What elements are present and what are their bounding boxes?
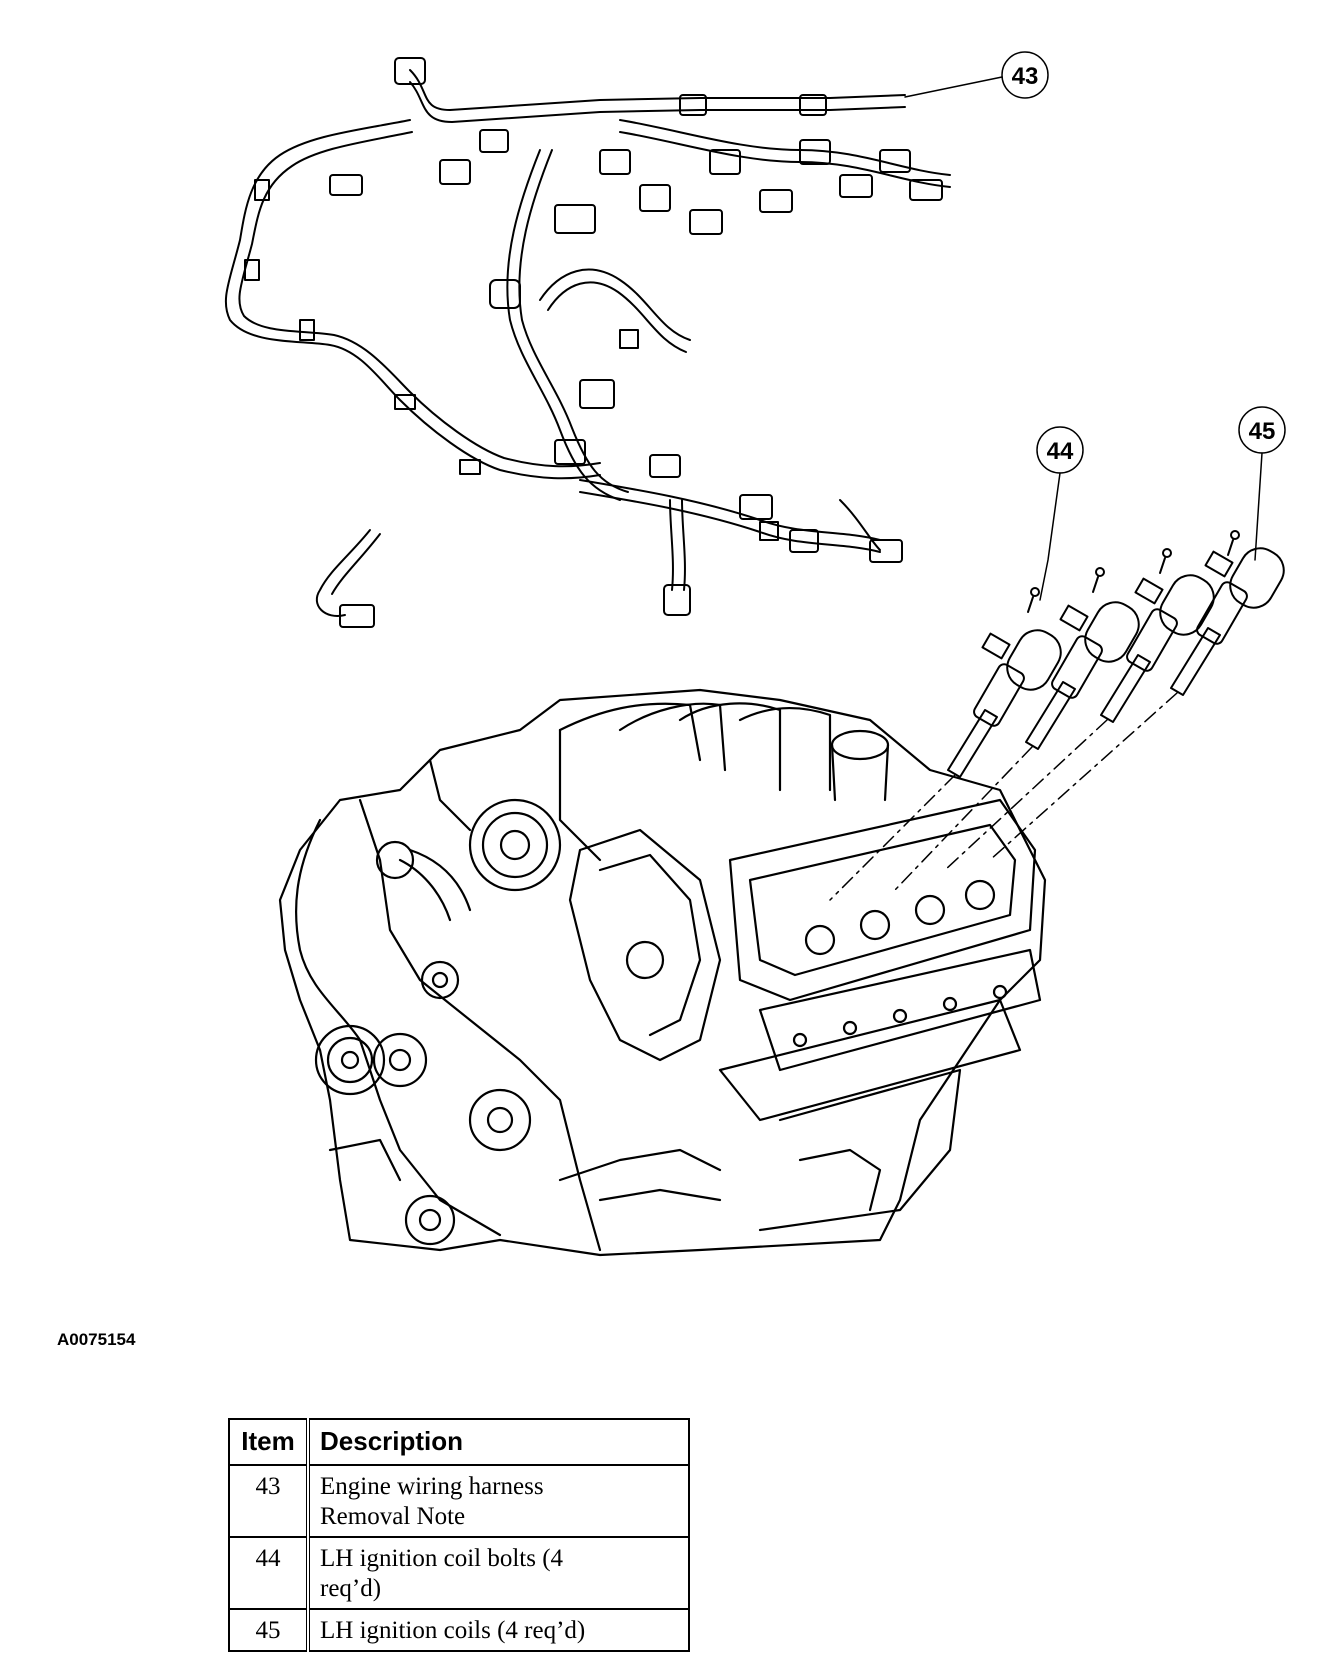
callout-45: 45 [1249,418,1276,445]
row-description: LH ignition coil bolts (4 req’d) [307,1536,690,1610]
v8-engine [278,688,1047,1257]
exploded-engine-diagram: 43 44 45 [224,51,1286,1257]
row-description-line: LH ignition coil bolts (4 [320,1545,564,1572]
table-header-row: Item Description [228,1418,690,1466]
figure-id: A0075154 [57,1330,136,1349]
callout-45-leader [1238,406,1286,561]
row-description: LH ignition coils (4 req’d) [307,1608,690,1652]
callout-43: 43 [1012,63,1039,90]
row-description-line: LH ignition coils (4 req’d) [320,1617,586,1644]
row-item: 44 [228,1536,310,1610]
header-item: Item [228,1418,310,1466]
row-description-line: Removal Note [320,1503,466,1530]
lh-ignition-coil-bolts [1027,530,1240,613]
engine-wiring-harness [224,57,951,628]
parts-table: Item Description 43 Engine wiring harnes… [228,1418,690,1652]
callout-44-leader [1036,426,1084,601]
callout-43-leader [904,51,1049,99]
row-item: 45 [228,1608,310,1652]
header-description: Description [307,1418,690,1466]
lh-ignition-coils [947,547,1285,778]
row-item: 43 [228,1464,310,1538]
table-row: 45 LH ignition coils (4 req’d) [228,1608,690,1652]
table-row: 43 Engine wiring harness Removal Note [228,1464,690,1538]
row-description: Engine wiring harness Removal Note [307,1464,690,1538]
callout-44: 44 [1047,438,1074,465]
table-row: 44 LH ignition coil bolts (4 req’d) [228,1536,690,1610]
row-description-line: Engine wiring harness [320,1473,544,1500]
row-description-line: req’d) [320,1575,382,1602]
